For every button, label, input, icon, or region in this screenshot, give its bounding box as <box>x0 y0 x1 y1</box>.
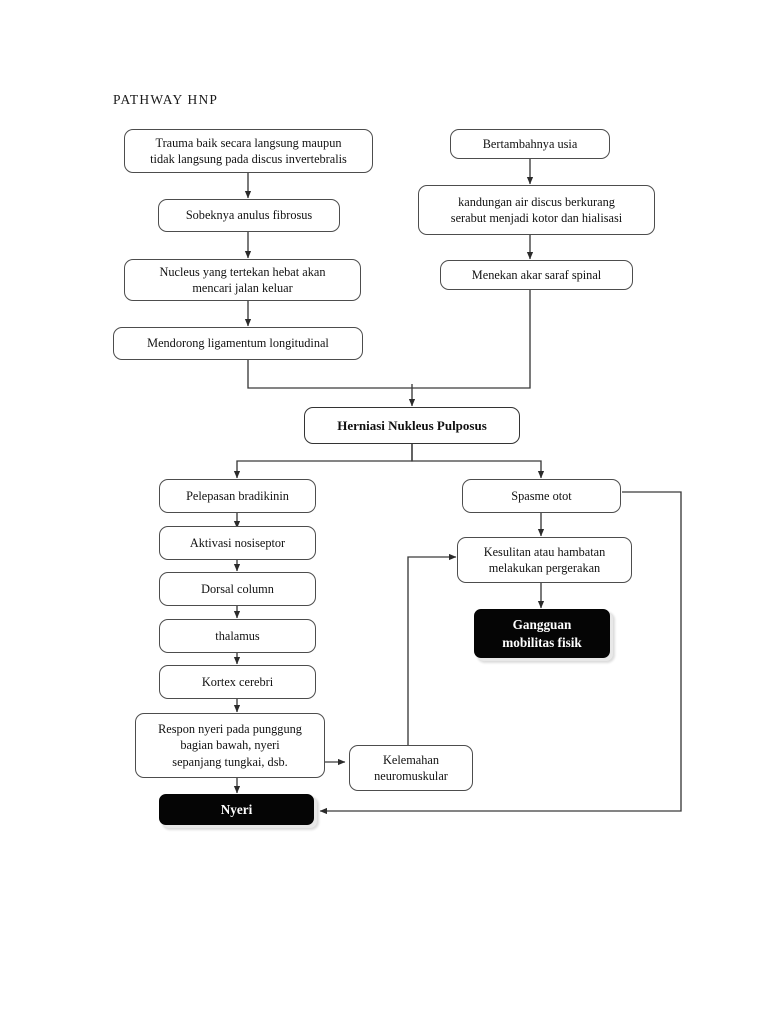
node-label: Menekan akar saraf spinal <box>471 267 602 282</box>
edge-menekan-merge <box>412 288 531 389</box>
node-respon-nyeri[interactable]: Respon nyeri pada punggung bagian bawah,… <box>135 713 325 778</box>
node-menekan-akar-saraf[interactable]: Menekan akar saraf spinal <box>440 260 633 290</box>
node-gangguan-mobilitas-fisik[interactable]: Gangguan mobilitas fisik <box>474 609 610 658</box>
node-label: Herniasi Nukleus Pulposus <box>337 417 487 433</box>
node-label: thalamus <box>215 628 260 643</box>
node-sobeknya-anulus-fibrosus[interactable]: Sobeknya anulus fibrosus <box>158 199 340 232</box>
node-kesulitan-pergerakan[interactable]: Kesulitan atau hambatan melakukan perger… <box>457 537 632 583</box>
node-thalamus[interactable]: thalamus <box>159 619 316 653</box>
node-label: Respon nyeri pada punggung bagian bawah,… <box>158 721 302 769</box>
node-kortex-cerebri[interactable]: Kortex cerebri <box>159 665 316 699</box>
node-aktivasi-nosiseptor[interactable]: Aktivasi nosiseptor <box>159 526 316 560</box>
node-mendorong-ligamentum[interactable]: Mendorong ligamentum longitudinal <box>113 327 363 360</box>
edge-kelemahan-kesulitan <box>407 553 457 745</box>
node-nucleus-tertekan[interactable]: Nucleus yang tertekan hebat akan mencari… <box>124 259 361 301</box>
node-herniasi-nukleus-pulposus[interactable]: Herniasi Nukleus Pulposus <box>304 407 520 444</box>
node-label: Kesulitan atau hambatan melakukan perger… <box>483 544 606 575</box>
edge-herniasi-pelepasan <box>233 443 413 479</box>
edge-mendorong-merge <box>247 359 412 389</box>
node-pelepasan-bradikinin[interactable]: Pelepasan bradikinin <box>159 479 316 513</box>
node-label: Bertambahnya usia <box>482 136 578 151</box>
node-spasme-otot[interactable]: Spasme otot <box>462 479 621 513</box>
node-label: Nucleus yang tertekan hebat akan mencari… <box>159 264 326 295</box>
node-label: Mendorong ligamentum longitudinal <box>147 336 329 351</box>
node-label: Pelepasan bradikinin <box>186 488 289 503</box>
node-trauma[interactable]: Trauma baik secara langsung maupun tidak… <box>124 129 373 173</box>
node-label: Trauma baik secara langsung maupun tidak… <box>150 135 347 166</box>
node-label: kandungan air discus berkurang serabut m… <box>450 194 623 225</box>
node-kelemahan-neuromuskular[interactable]: Kelemahan neuromuskular <box>349 745 473 791</box>
node-label: Gangguan mobilitas fisik <box>502 616 582 650</box>
edge-herniasi-spasme <box>411 443 545 479</box>
node-kandungan-air-discus[interactable]: kandungan air discus berkurang serabut m… <box>418 185 655 235</box>
node-label: Dorsal column <box>201 581 274 596</box>
page-title: PATHWAY HNP <box>113 92 219 107</box>
node-label: Kortex cerebri <box>201 674 274 689</box>
node-label: Sobeknya anulus fibrosus <box>185 208 313 223</box>
node-nyeri[interactable]: Nyeri <box>159 794 314 825</box>
node-dorsal-column[interactable]: Dorsal column <box>159 572 316 606</box>
node-label: Nyeri <box>220 801 253 817</box>
node-bertambahnya-usia[interactable]: Bertambahnya usia <box>450 129 610 159</box>
node-label: Aktivasi nosiseptor <box>189 535 286 550</box>
node-label: Spasme otot <box>511 488 572 503</box>
node-label: Kelemahan neuromuskular <box>374 752 448 783</box>
